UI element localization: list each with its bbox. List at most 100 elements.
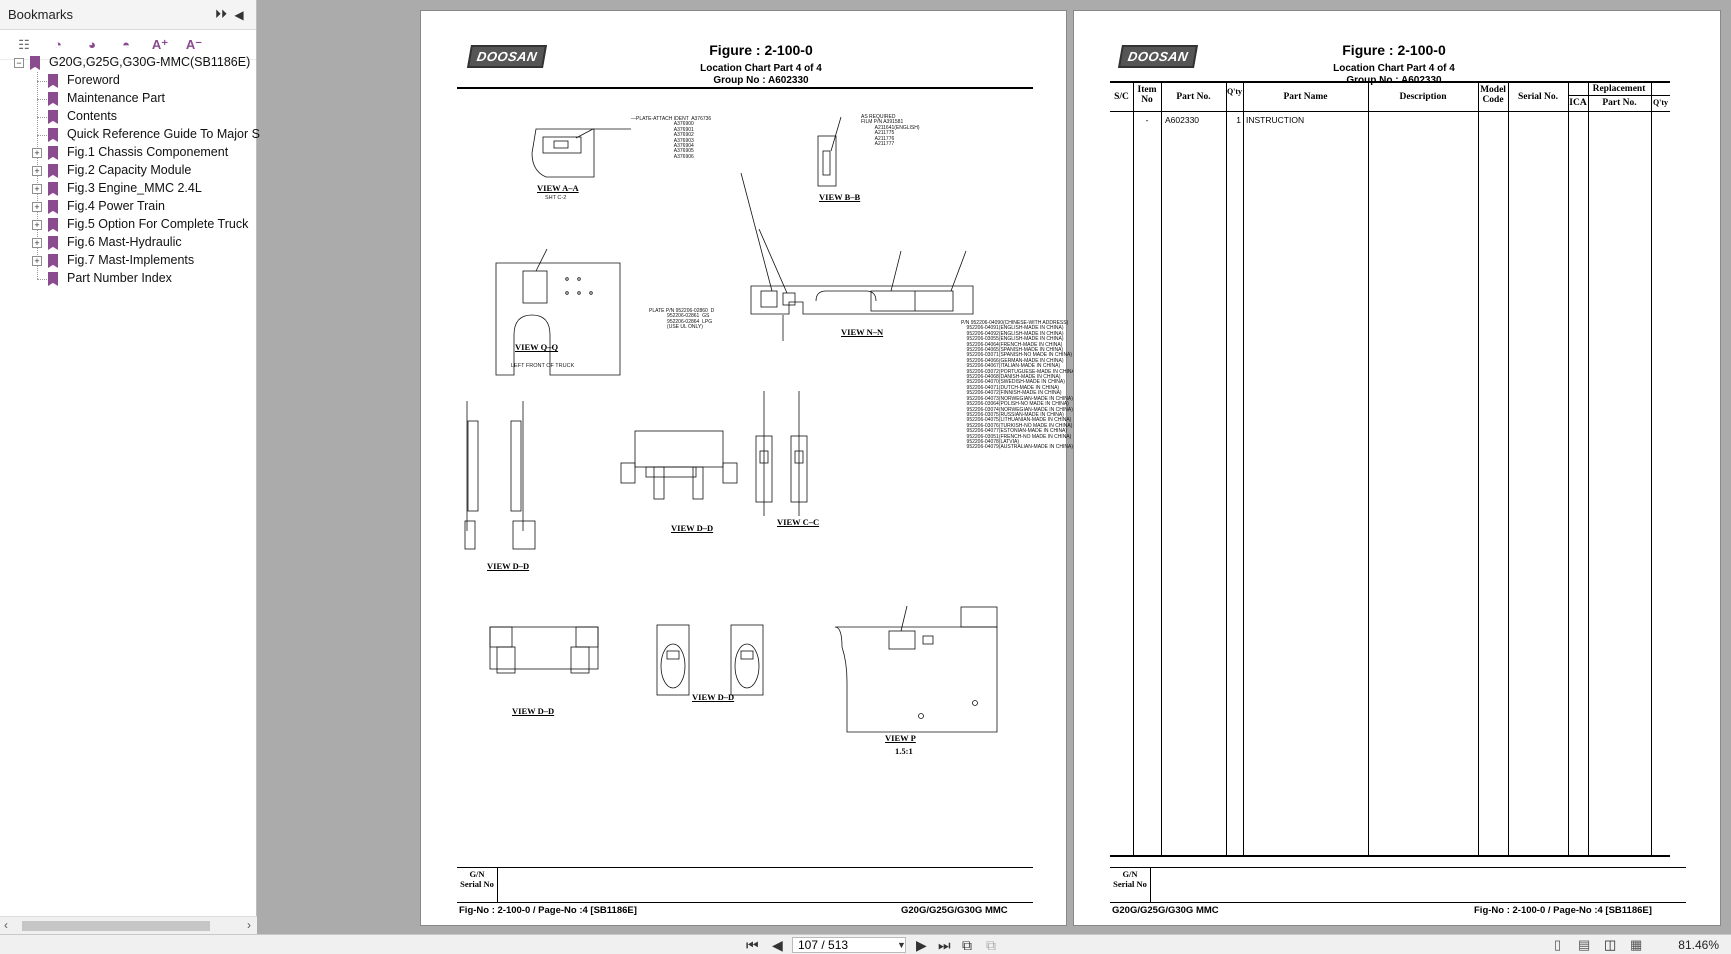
- bookmarks-title: Bookmarks: [8, 7, 74, 22]
- expand-icon[interactable]: +: [32, 148, 42, 158]
- bookmarks-hscrollbar[interactable]: ‹ ›: [0, 916, 257, 934]
- header-qty: Q'ty: [1226, 87, 1243, 96]
- bookmark-icon: [48, 74, 58, 88]
- cell-part-no: A602330: [1165, 115, 1200, 125]
- view-b-label: VIEW B–B: [819, 192, 861, 202]
- callout-plate-pn: PLATE P/N 952206-02860 D 952206-02861 GS…: [649, 308, 715, 331]
- collapse-panel-icon[interactable]: ◀: [234, 7, 244, 22]
- continuous-view-icon[interactable]: ▤: [1578, 937, 1591, 952]
- header-rule: [457, 87, 1033, 89]
- scroll-thumb[interactable]: [22, 921, 210, 931]
- header-part-name: Part Name: [1283, 92, 1328, 102]
- replacement-rule: [1568, 95, 1670, 96]
- continuous-facing-view-icon[interactable]: ▦: [1630, 937, 1643, 952]
- header-serial-no: Serial No.: [1517, 92, 1559, 102]
- single-page-view-icon[interactable]: ▯: [1554, 937, 1562, 952]
- callout-plate-attach: —PLATE-ATTACH IDENT A376736 A376900 A376…: [631, 116, 712, 160]
- view-a-label: VIEW A–A: [537, 183, 579, 193]
- expand-icon[interactable]: +: [32, 166, 42, 176]
- view-dd-label-1: VIEW D–D: [671, 523, 714, 533]
- last-page-icon[interactable]: ⏭: [938, 937, 951, 953]
- footer-fig-no: Fig-No : 2-100-0 / Page-No :4 [SB1186E]: [459, 905, 637, 916]
- bookmark-label: Fig.3 Engine_MMC 2.4L: [67, 181, 202, 195]
- header-part-no: Part No.: [1176, 92, 1211, 102]
- page-number-input[interactable]: 107 / 513: [792, 937, 906, 953]
- shrink-text-icon[interactable]: A⁻: [185, 36, 203, 52]
- facing-view-icon[interactable]: ◫: [1604, 937, 1617, 952]
- bookmark-item[interactable]: Maintenance Part: [0, 90, 256, 108]
- collapse-icon[interactable]: −: [14, 58, 24, 68]
- zoom-level[interactable]: 81.46%: [1678, 938, 1719, 952]
- next-page-icon[interactable]: ▶: [916, 937, 927, 953]
- next-view-icon[interactable]: ⧉: [986, 937, 996, 953]
- view-cc-label: VIEW C–C: [777, 517, 820, 527]
- bookmark-item[interactable]: + Fig.2 Capacity Module: [0, 162, 256, 180]
- page-dropdown-icon[interactable]: ▼: [897, 940, 906, 950]
- scroll-left-icon[interactable]: ‹: [4, 918, 8, 932]
- scroll-right-icon[interactable]: ›: [247, 918, 251, 932]
- expand-icon[interactable]: +: [32, 202, 42, 212]
- footer-fig-no: Fig-No : 2-100-0 / Page-No :4 [SB1186E]: [1474, 905, 1652, 916]
- bookmark-item[interactable]: + Fig.5 Option For Complete Truck: [0, 216, 256, 234]
- bookmark-icon: [48, 182, 58, 196]
- bookmark-label: Fig.2 Capacity Module: [67, 163, 192, 177]
- bookmark-item[interactable]: Contents: [0, 108, 256, 126]
- document-page-parts-list: DOOSAN Figure : 2-100-0 Location Chart P…: [1073, 10, 1721, 926]
- delete-bookmark-icon[interactable]: ◓: [122, 37, 130, 52]
- bookmark-icon: [48, 236, 58, 250]
- doosan-logo: DOOSAN: [1117, 45, 1199, 68]
- first-page-icon[interactable]: ⏮: [746, 937, 759, 953]
- footer-serial-box: [1110, 867, 1686, 903]
- view-a-sheet: SHT C-2: [545, 195, 567, 201]
- new-bookmark-icon[interactable]: ◔: [54, 37, 62, 52]
- panel-options-icon[interactable]: ⏵⏵: [214, 7, 227, 21]
- view-dd-label-4: VIEW D–D: [692, 692, 735, 702]
- view-qq-note: LEFT FRONT OF TRUCK: [511, 363, 575, 369]
- header-model-code: Model Code: [1480, 85, 1506, 105]
- document-page-drawing: DOOSAN Figure : 2-100-0 Location Chart P…: [420, 10, 1077, 926]
- expand-text-icon[interactable]: A⁺: [151, 36, 169, 52]
- figure-title: Figure : 2-100-0: [1342, 42, 1446, 58]
- expand-icon[interactable]: +: [32, 184, 42, 194]
- location-chart-drawing: [464, 116, 998, 733]
- expand-icon[interactable]: +: [32, 220, 42, 230]
- header-replacement: Replacement: [1592, 84, 1646, 94]
- bookmark-icon: [48, 146, 58, 160]
- header-rep-qty: Q'ty: [1652, 98, 1669, 107]
- bookmark-icon: [48, 254, 58, 268]
- group-number: Group No : A602330: [713, 75, 809, 86]
- footer-divider: [1150, 867, 1151, 903]
- bookmark-item[interactable]: Quick Reference Guide To Major S: [0, 126, 260, 144]
- bookmark-options-icon[interactable]: ☷: [18, 36, 30, 52]
- expand-icon[interactable]: +: [32, 238, 42, 248]
- doosan-logo: DOOSAN: [466, 45, 548, 68]
- figure-title: Figure : 2-100-0: [709, 42, 813, 58]
- tree-connector: [37, 279, 47, 280]
- figure-subtitle: Location Chart Part 4 of 4: [700, 63, 822, 74]
- bookmark-label: G20G,G25G,G30G-MMC(SB1186E): [49, 55, 251, 69]
- bookmark-item[interactable]: Foreword: [0, 72, 256, 90]
- bookmark-item[interactable]: +Fig.7 Mast-Implements: [0, 252, 256, 270]
- view-nn-label: VIEW N–N: [841, 327, 884, 337]
- bookmark-item[interactable]: +Fig.1 Chassis Componement: [0, 144, 256, 162]
- header-item-no: Item No: [1137, 85, 1157, 105]
- previous-page-icon[interactable]: ◀: [772, 937, 783, 953]
- bookmark-item[interactable]: + Fig.3 Engine_MMC 2.4L: [0, 180, 256, 198]
- previous-view-icon[interactable]: ⧉: [962, 937, 972, 953]
- tree-connector: [37, 81, 47, 82]
- expand-icon[interactable]: +: [32, 256, 42, 266]
- bookmark-item[interactable]: +Fig.6 Mast-Hydraulic: [0, 234, 256, 252]
- bookmark-icon: [48, 272, 58, 286]
- bookmark-item[interactable]: +Fig.4 Power Train: [0, 198, 256, 216]
- group-number: Group No : A602330: [1346, 75, 1442, 86]
- parts-table: S/C Item No Part No. Q'ty Part Name Desc…: [1110, 81, 1670, 857]
- add-child-bookmark-icon[interactable]: ◕: [88, 37, 96, 52]
- bookmark-label: Contents: [67, 109, 118, 123]
- bookmark-label: Fig.5 Option For Complete Truck: [67, 217, 249, 231]
- bookmarks-toolbar: ☷ ◔ ◕ ◓ A⁺ A⁻: [0, 30, 256, 60]
- bookmark-item[interactable]: Part Number Index: [0, 270, 256, 288]
- bookmark-icon: [30, 56, 40, 70]
- bookmark-root[interactable]: − G20G,G25G,G30G-MMC(SB1186E): [0, 54, 256, 72]
- bookmark-label: Part Number Index: [67, 271, 172, 285]
- figure-subtitle: Location Chart Part 4 of 4: [1333, 63, 1455, 74]
